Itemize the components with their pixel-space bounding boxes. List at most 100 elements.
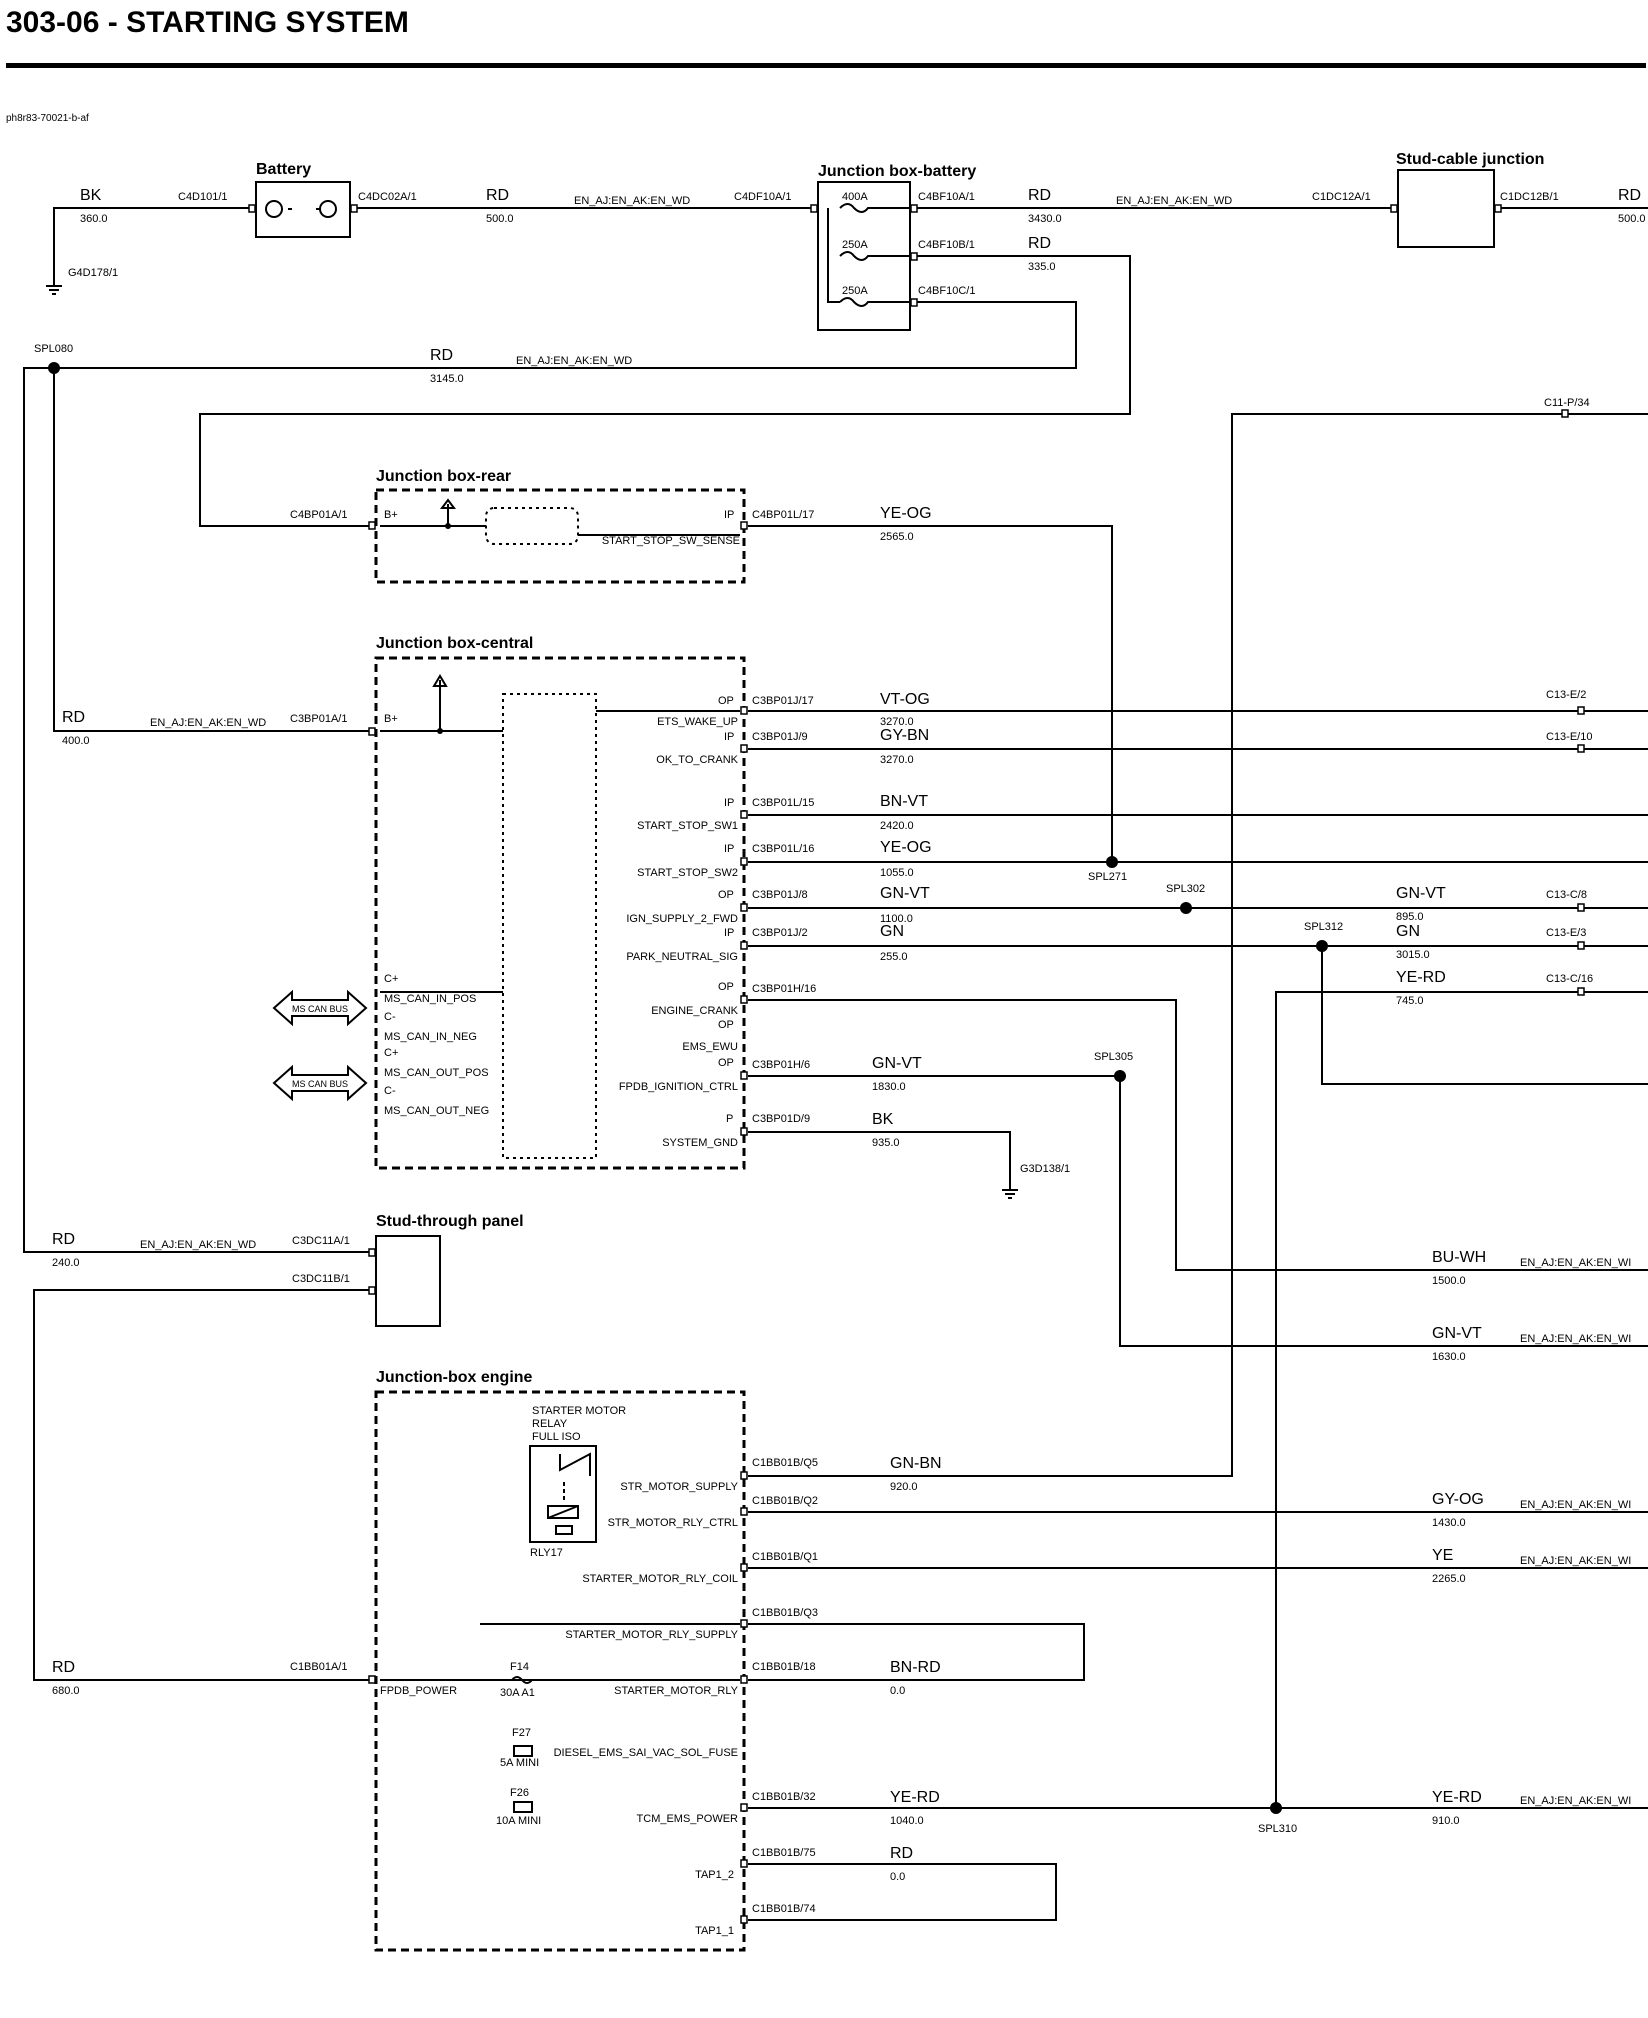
can-bus-arrows — [272, 989, 368, 1102]
conn-c1bb01a: C1BB01A/1 — [290, 1661, 347, 1673]
conn-c1bb01b-18: C1BB01B/18 — [752, 1661, 816, 1673]
title-rule — [6, 63, 1646, 68]
wl-rd-400: 400.0 — [62, 735, 90, 747]
sig-starter-motor-rly: STARTER_MOTOR_RLY — [614, 1685, 739, 1697]
conn-c13-e3: C13-E/3 — [1546, 927, 1586, 939]
wire-tap-loop[interactable] — [748, 1863, 1057, 1921]
jb-engine-box[interactable] — [374, 1390, 746, 1952]
wire-engine-crank[interactable] — [748, 999, 1648, 1271]
sig-ms-can-out-neg: MS_CAN_OUT_NEG — [384, 1105, 489, 1117]
conn-c3bp01j17: C3BP01J/17 — [752, 695, 814, 707]
spl312-dot[interactable] — [1316, 940, 1328, 952]
wc-vtog: VT-OG — [880, 691, 930, 708]
pin-labels: B+ IP B+ OP IP IP IP OP IP OP OP OP P C+… — [384, 509, 734, 1125]
wc-rd-3430: RD — [1028, 187, 1051, 204]
jb-central-label: Junction box-central — [376, 635, 533, 652]
wl-ye: 2265.0 — [1432, 1573, 1466, 1585]
jb-rear-box[interactable] — [374, 488, 746, 584]
connector-labels: C4D101/1 C4DC02A/1 C4DF10A/1 C4BF10A/1 C… — [68, 191, 1593, 1915]
wire-yeog-2565[interactable] — [748, 525, 1113, 862]
wl-gnbn: 920.0 — [890, 1481, 918, 1493]
stud-cable-label: Stud-cable junction — [1396, 151, 1544, 168]
conn-c3dc11a: C3DC11A/1 — [292, 1235, 350, 1247]
relay-labels: STARTER MOTOR RELAY FULL ISO RLY17 — [530, 1405, 626, 1559]
wl-vtog: 3270.0 — [880, 716, 914, 728]
wl-gnvt-1830: 1830.0 — [872, 1081, 906, 1093]
wl-gn-255: 255.0 — [880, 951, 908, 963]
wl-buwh: 1500.0 — [1432, 1275, 1466, 1287]
conn-c1bb01b-q5: C1BB01B/Q5 — [752, 1457, 818, 1469]
wc-gnbn: GN-BN — [890, 1455, 942, 1472]
wire-rd-3145[interactable] — [54, 301, 1077, 369]
harness-labels: EN_AJ:EN_AK:EN_WD EN_AJ:EN_AK:EN_WD EN_A… — [140, 195, 1631, 1807]
sig-starter-motor-rly-supply: STARTER_MOTOR_RLY_SUPPLY — [565, 1629, 738, 1641]
wl-gnvt-1100: 1100.0 — [880, 913, 913, 925]
conn-c13-c16: C13-C/16 — [1546, 973, 1593, 985]
pin-bplus-central: B+ — [384, 713, 398, 725]
starter-relay-box[interactable] — [529, 1445, 597, 1543]
wc-rd-335: RD — [1028, 235, 1051, 252]
sig-ms-can-in-pos: MS_CAN_IN_POS — [384, 993, 476, 1005]
wc-yeog-1055: YE-OG — [880, 839, 932, 856]
fuse-f26: F26 — [510, 1787, 529, 1799]
wire-yerd-745[interactable] — [1275, 991, 1648, 1808]
sig-system-gnd: SYSTEM_GND — [662, 1137, 738, 1149]
wc-yeog-2565: YE-OG — [880, 505, 932, 522]
label-spl312: SPL312 — [1304, 921, 1343, 933]
fuse-400a: 400A — [842, 191, 868, 203]
wl-gnvt-1630: 1630.0 — [1432, 1351, 1466, 1363]
sig-ok-to-crank: OK_TO_CRANK — [656, 754, 738, 766]
conn-c3bp01d9: C3BP01D/9 — [752, 1113, 810, 1125]
pin-op-2: OP — [718, 889, 734, 901]
ground-symbols — [46, 262, 1018, 1199]
fuse-f14: F14 — [510, 1661, 529, 1673]
spl305-dot[interactable] — [1114, 1070, 1126, 1082]
relay-symbol — [547, 1452, 591, 1535]
conn-c4d101: C4D101/1 — [178, 191, 228, 203]
wl-yerd-1040: 1040.0 — [890, 1815, 924, 1827]
wire-gnvt-1830[interactable] — [748, 1075, 1648, 1347]
stud-cable-box[interactable] — [1397, 169, 1495, 248]
wl-rd-stud: 500.0 — [1618, 213, 1646, 225]
harness-2: EN_AJ:EN_AK:EN_WD — [1116, 195, 1232, 207]
conn-c4bf10c: C4BF10C/1 — [918, 285, 975, 297]
page-title: 303-06 - STARTING SYSTEM — [6, 6, 409, 39]
wire-spl080-down — [53, 368, 372, 732]
wire-bk-935[interactable] — [748, 1131, 1011, 1176]
spl080-dot[interactable] — [48, 362, 60, 374]
wl-gyog: 1430.0 — [1432, 1517, 1466, 1529]
stud-through-label: Stud-through panel — [376, 1213, 524, 1230]
spl271-dot[interactable] — [1106, 856, 1118, 868]
jb-rear-label: Junction box-rear — [376, 468, 511, 485]
pin-op-1: OP — [718, 695, 734, 707]
jb-central-box[interactable] — [374, 656, 746, 1170]
conn-c3bp01h16: C3BP01H/16 — [752, 983, 816, 995]
wire-rd-335[interactable] — [199, 255, 1131, 527]
pin-bplus-rear: B+ — [384, 509, 398, 521]
conn-c4df10a: C4DF10A/1 — [734, 191, 791, 203]
fuse-250a-1: 250A — [842, 239, 868, 251]
jb-rear-bplus-dot — [445, 523, 451, 529]
wl-gnvt-895: 895.0 — [1396, 911, 1424, 923]
wire-q3-loop[interactable] — [748, 1623, 1085, 1681]
sig-start-stop-sw-sense: START_STOP_SW_SENSE — [602, 535, 740, 547]
sig-tap1-1: TAP1_1 — [695, 1925, 734, 1937]
wire-bk-battery-ground[interactable] — [53, 207, 252, 271]
wire-color-labels: BK RD RD RD RD RD YE-OG RD VT-OG GY-BN B… — [52, 187, 1641, 1862]
spl302-dot[interactable] — [1180, 902, 1192, 914]
wc-buwh: BU-WH — [1432, 1249, 1486, 1266]
wc-rd-400: RD — [62, 709, 85, 726]
pin-op-4: OP — [718, 1019, 734, 1031]
battery-label: Battery — [256, 161, 311, 178]
conn-c3bp01j8: C3BP01J/8 — [752, 889, 808, 901]
spl310-dot[interactable] — [1270, 1802, 1282, 1814]
pin-ip-1: IP — [724, 731, 734, 743]
conn-c1bb01b-q2: C1BB01B/Q2 — [752, 1495, 818, 1507]
wires — [23, 207, 1648, 1921]
can-bus-labels: MS CAN BUS MS CAN BUS — [292, 1004, 348, 1089]
sig-start-stop-sw2: START_STOP_SW2 — [637, 867, 738, 879]
signal-labels-left: MS_CAN_IN_POS MS_CAN_IN_NEG MS_CAN_OUT_P… — [380, 993, 489, 1697]
battery-box[interactable] — [255, 181, 351, 238]
stud-through-box[interactable] — [375, 1235, 441, 1327]
wc-yerd-1040: YE-RD — [890, 1789, 940, 1806]
